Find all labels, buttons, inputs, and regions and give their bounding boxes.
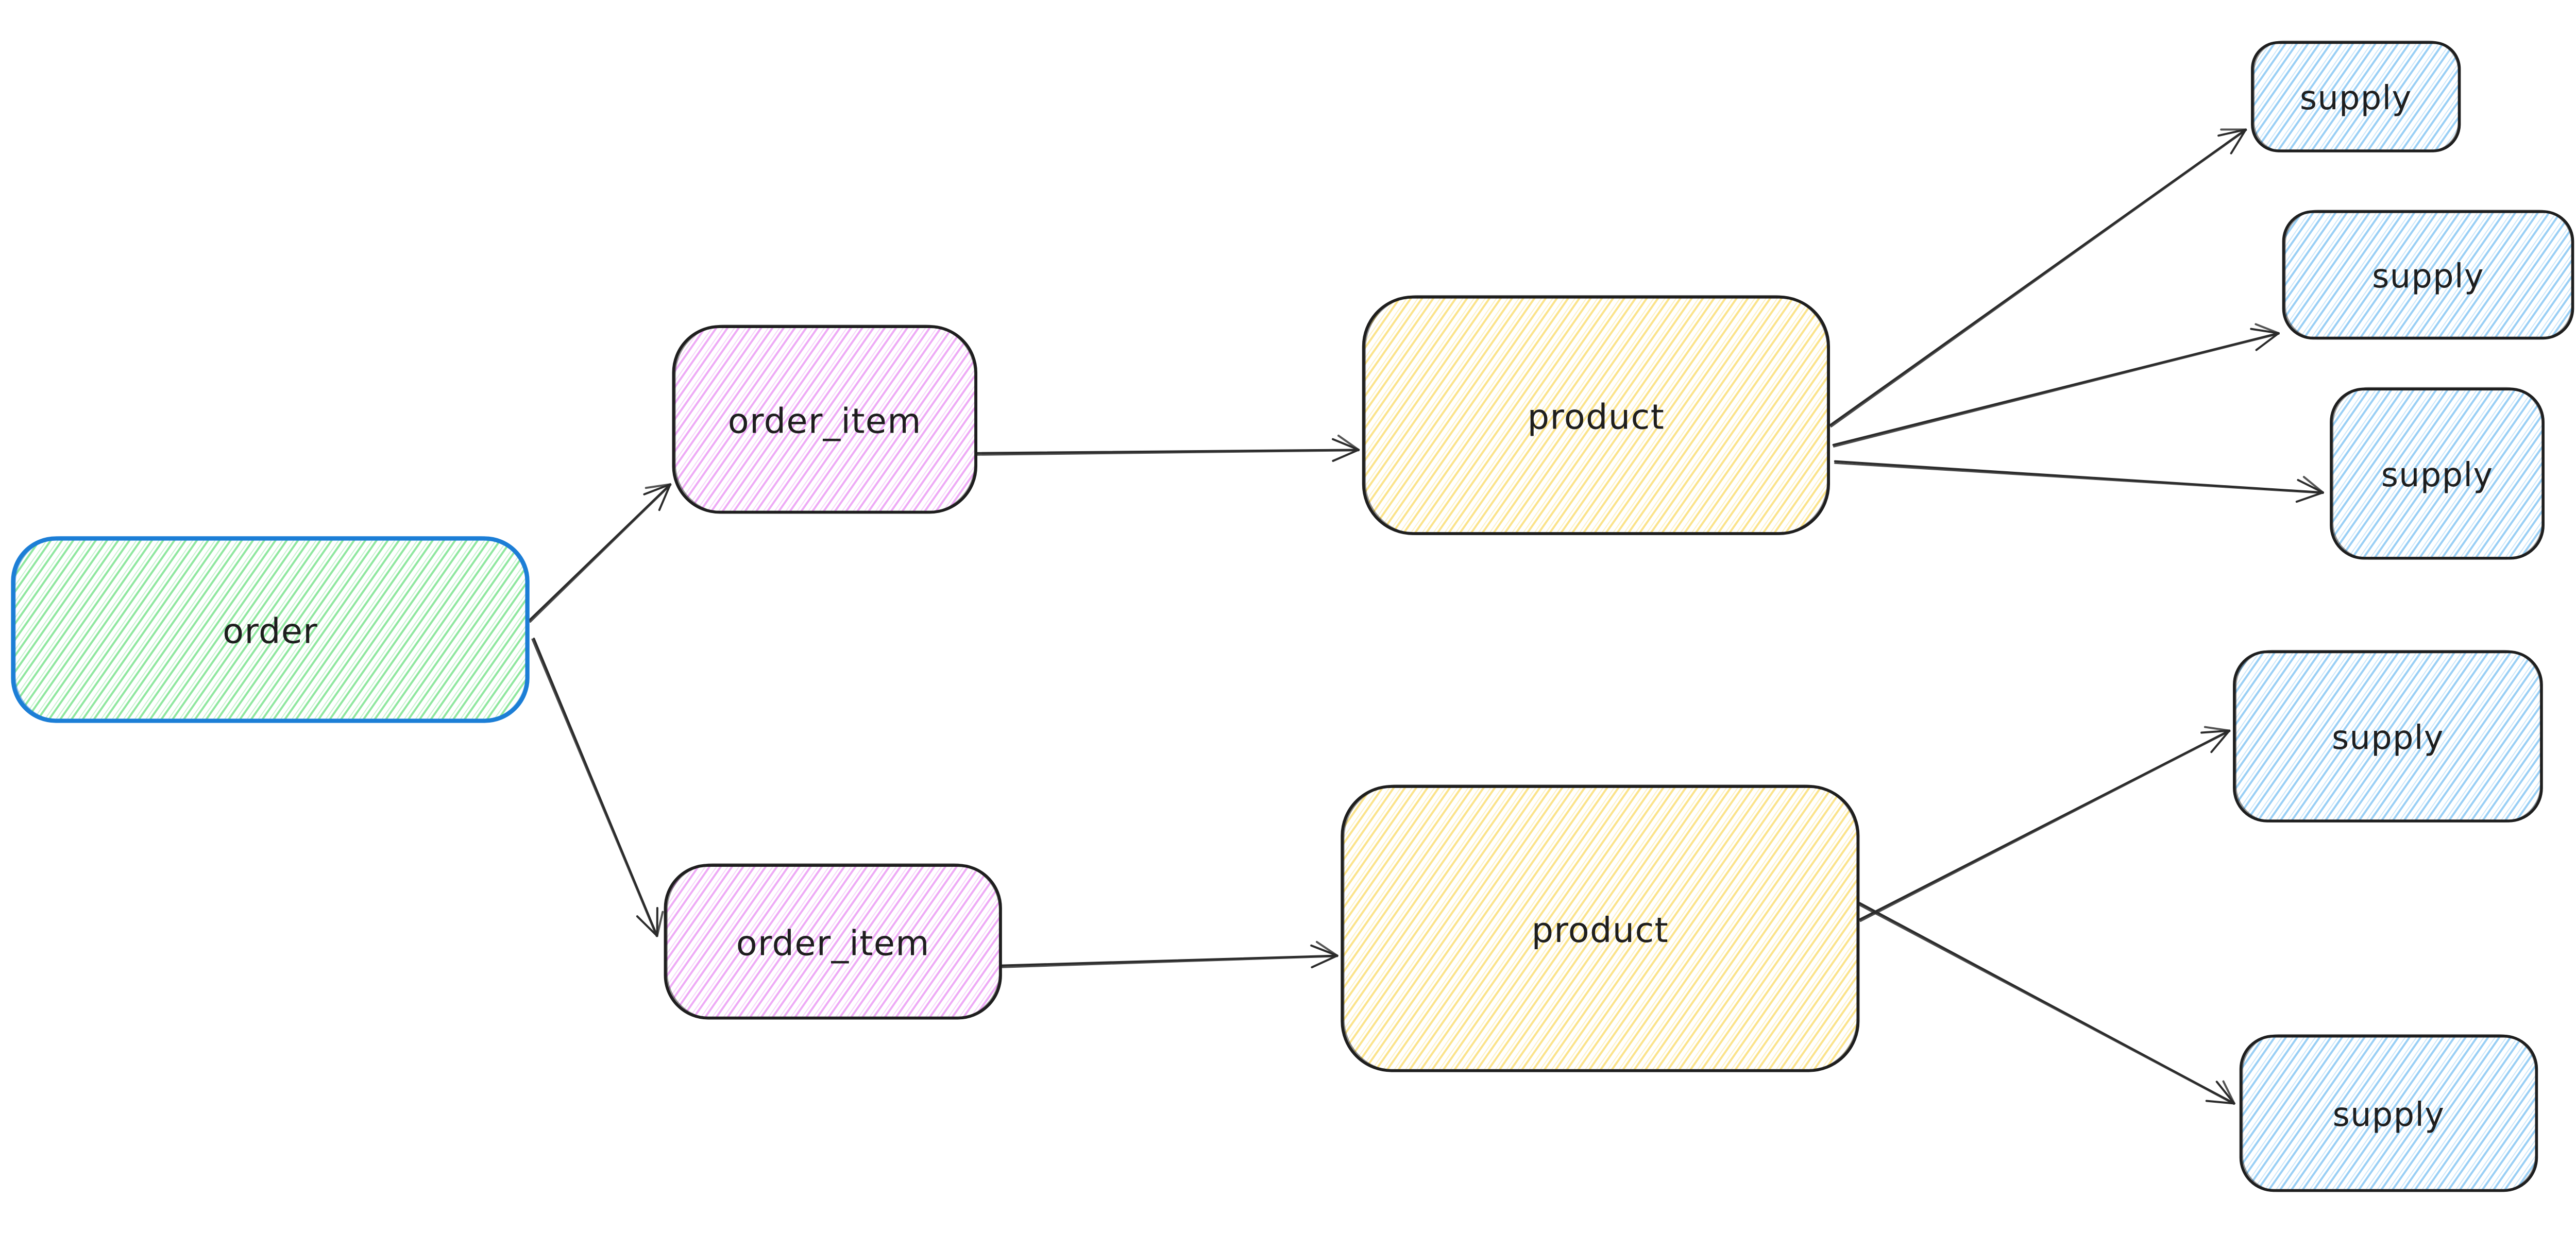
node-supply-4-label: supply bbox=[2332, 719, 2444, 757]
node-product-2-box-overdraw bbox=[1343, 784, 1858, 1072]
node-product-2-label: product bbox=[1532, 910, 1669, 950]
node-supply-5-label: supply bbox=[2333, 1096, 2445, 1134]
node-order-item-1[interactable]: order_item bbox=[672, 324, 978, 514]
arrow-product-1-to-supply-1[interactable] bbox=[1829, 128, 2247, 427]
node-supply-5[interactable]: supply bbox=[2239, 1034, 2538, 1192]
node-supply-4-box-overdraw bbox=[2235, 649, 2541, 823]
arrow-product-1-to-supply-3[interactable] bbox=[1834, 460, 2324, 503]
node-supply-2-box-overdraw bbox=[2284, 210, 2573, 340]
node-order-item-2-box-overdraw bbox=[666, 863, 1001, 1020]
node-supply-4[interactable]: supply bbox=[2233, 649, 2543, 823]
arrow-order-item-1-to-product-1[interactable] bbox=[975, 434, 1360, 462]
node-product-1-box-overdraw bbox=[1364, 295, 1829, 535]
node-order-item-2[interactable]: order_item bbox=[664, 863, 1002, 1020]
node-supply-5-box-overdraw bbox=[2241, 1034, 2537, 1192]
node-order-item-1-box-overdraw bbox=[674, 324, 976, 514]
node-supply-1-box-overdraw bbox=[2253, 40, 2460, 152]
node-supply-3[interactable]: supply bbox=[2330, 387, 2545, 560]
node-supply-3-label: supply bbox=[2381, 456, 2494, 494]
arrow-order-to-order-item-1[interactable] bbox=[528, 483, 672, 623]
arrow-product-2-to-supply-4[interactable] bbox=[1858, 726, 2231, 922]
arrow-order-item-2-to-product-2[interactable] bbox=[1001, 940, 1338, 969]
arrow-order-to-order-item-2[interactable] bbox=[531, 638, 664, 937]
arrow-product-1-to-supply-2[interactable] bbox=[1832, 323, 2280, 448]
node-order-item-1-label: order_item bbox=[728, 401, 922, 441]
node-order-item-2-label: order_item bbox=[736, 923, 930, 964]
node-supply-2-label: supply bbox=[2372, 258, 2484, 296]
node-supply-1-label: supply bbox=[2300, 79, 2412, 117]
node-product-2[interactable]: product bbox=[1341, 784, 1860, 1072]
node-order-label: order bbox=[223, 611, 318, 652]
node-supply-2[interactable]: supply bbox=[2282, 210, 2574, 340]
node-order[interactable]: order bbox=[11, 536, 530, 723]
arrow-product-2-to-supply-5[interactable] bbox=[1858, 902, 2235, 1105]
node-product-1[interactable]: product bbox=[1362, 295, 1830, 535]
node-supply-3-box-overdraw bbox=[2332, 387, 2544, 560]
node-supply-1[interactable]: supply bbox=[2251, 40, 2461, 152]
node-product-1-label: product bbox=[1528, 397, 1665, 437]
node-order-box-overdraw bbox=[13, 536, 528, 723]
